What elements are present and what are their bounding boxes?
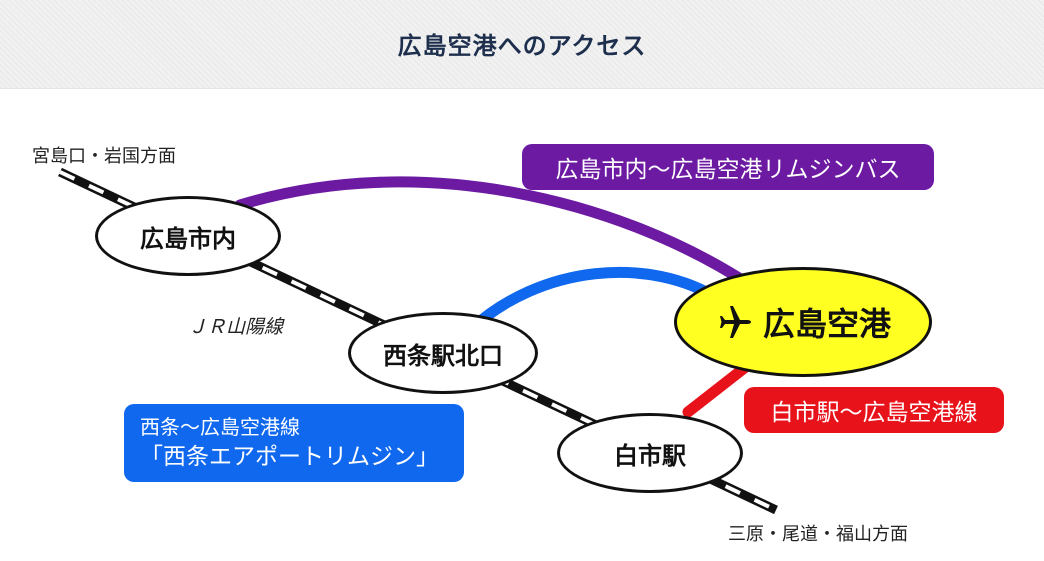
page-title: 広島空港へのアクセス (397, 32, 647, 60)
airplane-icon (719, 306, 751, 338)
station-shiraichi-label: 白市駅 (614, 441, 686, 470)
limousine-route-label: 広島市内～広島空港リムジンバス (555, 157, 901, 183)
direction-east-label: 三原・尾道・福山方面 (728, 524, 908, 545)
station-hiroshima-city-label: 広島市内 (140, 224, 236, 253)
saijo-route-badge: 西条～広島空港線 「西条エアポートリムジン」 (124, 404, 464, 482)
station-hiroshima-city: 広島市内 (95, 196, 281, 276)
station-saijo-north: 西条駅北口 (348, 312, 538, 394)
direction-west-label: 宮島口・岩国方面 (32, 146, 176, 167)
station-saijo-north-label: 西条駅北口 (383, 341, 503, 370)
saijo-route-label-line2: 「西条エアポートリムジン」 (140, 444, 439, 470)
shiraichi-route-badge: 白市駅～広島空港線 (744, 387, 1004, 433)
shiraichi-route-label: 白市駅～広島空港線 (770, 400, 978, 426)
station-shiraichi: 白市駅 (557, 413, 743, 493)
header-bar: 広島空港へのアクセス (0, 0, 1044, 89)
station-hiroshima-airport: 広島空港 (674, 267, 932, 377)
saijo-route-line (464, 266, 726, 336)
saijo-route-label-line1: 西条～広島空港線 (140, 415, 300, 439)
station-hiroshima-airport-label: 広島空港 (762, 305, 891, 343)
limousine-route-badge: 広島市内～広島空港リムジンバス (522, 144, 934, 190)
limousine-route-line (234, 176, 756, 291)
jr-line-label: ＪＲ山陽線 (188, 316, 284, 338)
